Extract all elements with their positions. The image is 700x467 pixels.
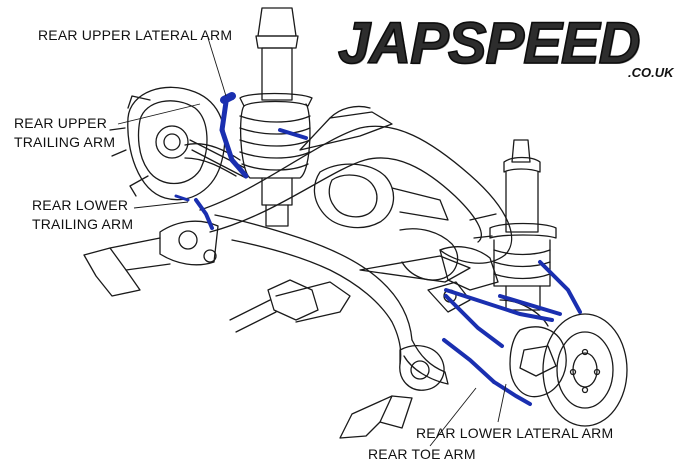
label-rear-lower-lateral-arm: REAR LOWER LATERAL ARM — [416, 425, 614, 441]
right-brake-disc — [499, 299, 628, 427]
right-shock-absorber — [489, 139, 557, 311]
japspeed-logo: JAPSPEED — [337, 11, 641, 76]
leader-lines — [117, 37, 507, 447]
logo-domain: .CO.UK — [628, 65, 674, 80]
label-rear-upper-lateral-arm: REAR UPPER LATERAL ARM — [38, 27, 233, 43]
highlighted-arms — [174, 92, 582, 406]
differential-driveshaft — [229, 163, 459, 333]
rear-subframe — [83, 105, 513, 439]
label-rear-toe-arm: REAR TOE ARM — [368, 446, 476, 462]
label-rear-lower-trailing-arm-line2: TRAILING ARM — [32, 216, 134, 232]
left-shock-absorber — [239, 7, 313, 227]
label-rear-upper-trailing-arm-line1: REAR UPPER — [14, 115, 108, 131]
label-rear-upper-trailing-arm-line2: TRAILING ARM — [14, 134, 116, 150]
label-rear-lower-trailing-arm-line1: REAR LOWER — [32, 197, 129, 213]
left-hub-assembly — [109, 86, 247, 201]
